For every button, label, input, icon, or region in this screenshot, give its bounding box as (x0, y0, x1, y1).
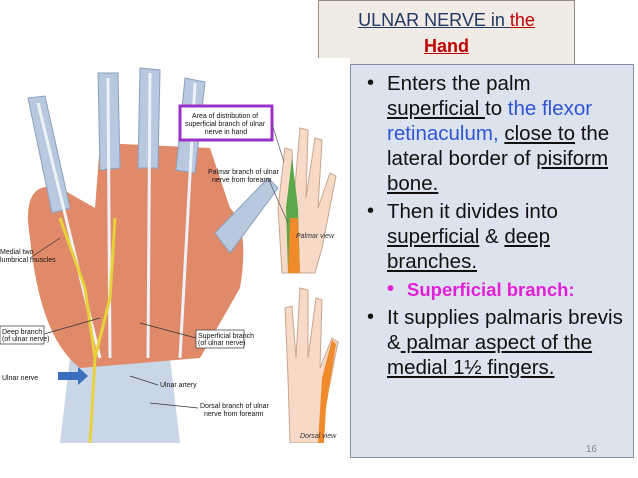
page-number: 16 (585, 444, 597, 455)
bullet-dot-icon: • (367, 200, 375, 222)
dorsal-area-orange (318, 340, 336, 443)
bullet-text: superficial (387, 225, 480, 248)
bullet-text: & (479, 225, 505, 248)
bullet-text: to (485, 97, 508, 120)
superficial-branch-label: Superficial branch (of ulnar nerve) (198, 333, 256, 347)
bullet-text: It supplies palmaris brevis & (387, 306, 623, 354)
distribution-area-box (178, 104, 274, 142)
bullet-text: the flexor retinaculum, (387, 97, 593, 145)
title-part1: ULNAR NERVE in (358, 10, 510, 30)
ulnar-nerve-arrow-icon (58, 367, 88, 385)
bullet-dot-icon: • (387, 278, 395, 300)
hand-anatomy-figure: Area of distribution of superficial bran… (0, 58, 350, 443)
ulnar-artery-label: Ulnar artery (160, 382, 197, 389)
ulnar-nerve-label: Ulnar nerve (2, 375, 38, 382)
palmar-branch-label: Palmar branch of ulnar nerve from forear… (208, 169, 281, 184)
bullet-text: superficial (387, 97, 485, 120)
dorsal-branch-label: Dorsal branch of ulnar nerve from forear… (200, 403, 271, 418)
bullet-item: • It supplies palmaris brevis & palmar as… (365, 305, 625, 380)
bullet-dot-icon: • (367, 306, 375, 328)
palmar-view-label: Palmar view (296, 233, 335, 240)
bullet-dot-icon: • (367, 72, 375, 94)
bullet-text: close to (504, 122, 576, 145)
bullet-item: • Enters the palm superficial to the flex… (365, 71, 625, 196)
content-panel: • Enters the palm superficial to the flex… (350, 64, 634, 458)
bullet-text: pisiform bone. (387, 147, 609, 195)
bullet-item: • Then it divides into superficial & deep… (365, 199, 625, 274)
bullet-text: Enters the palm (387, 72, 531, 95)
slide-title: ULNAR NERVE in the Hand (318, 0, 575, 66)
bullet-text: Then it divides into (387, 200, 558, 223)
deep-branch-label: Deep branch (of ulnar nerve) (2, 329, 49, 343)
bullet-text: deep branches. (387, 225, 550, 273)
bullet-list: • Enters the palm superficial to the flex… (351, 65, 633, 380)
area-label: Area of distribution of superficial bran… (185, 113, 267, 136)
bullet-text: Superficial branch: (407, 279, 575, 300)
title-line2: Hand (424, 36, 469, 56)
dorsal-view-label: Dorsal view (300, 433, 337, 440)
bullet-text: palmar aspect of the medial 1½ fingers. (387, 331, 593, 379)
title-part2: the (509, 10, 535, 30)
ulnar-nerve-paths (58, 217, 117, 443)
medial-lumbricals-label: Medial two lumbrical muscles (0, 249, 56, 264)
sub-bullet-item: • Superficial branch: (365, 277, 625, 302)
bullet-text: the lateral border of (387, 122, 610, 170)
